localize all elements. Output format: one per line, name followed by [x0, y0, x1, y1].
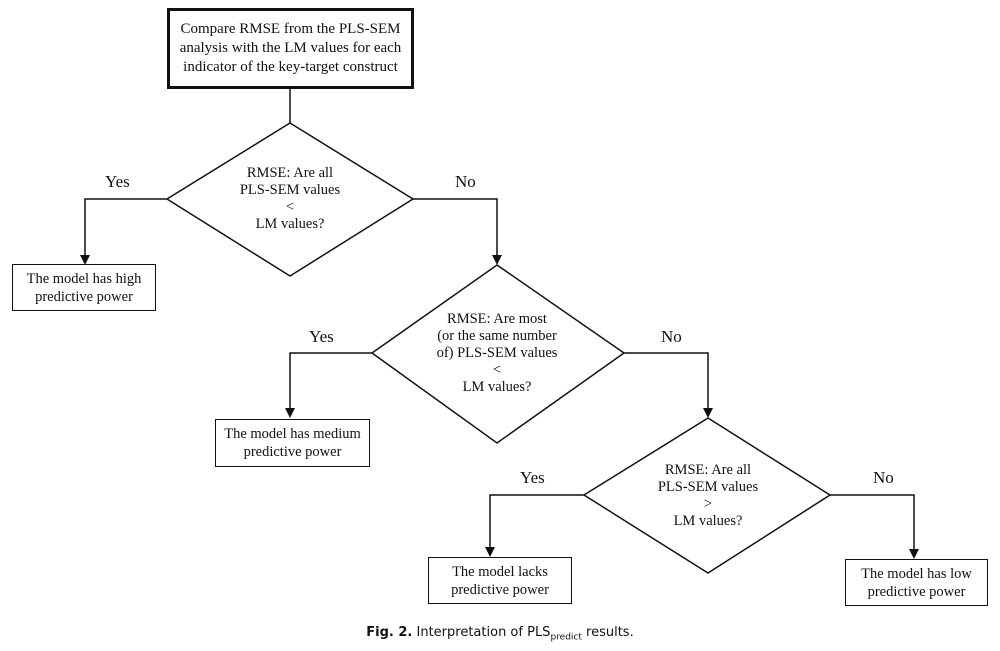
decision3-diamond: [582, 417, 832, 574]
outcome-lacks-box: The model lacks predictive power: [428, 557, 572, 604]
outcome-high-line: The model has high: [26, 270, 142, 287]
connector-d2-no: [624, 352, 713, 418]
decision1-line: PLS-SEM values: [239, 182, 341, 198]
decision3-yes-label: Yes: [520, 468, 545, 487]
caption-label: Fig. 2.: [366, 625, 413, 640]
decision3-text: RMSE: Are all PLS-SEM values > LM values…: [628, 462, 788, 530]
connector-d1-yes: [80, 198, 167, 265]
decision1-line: LM values?: [255, 216, 325, 232]
outcome-medium-line: The model has medium: [224, 426, 361, 442]
outcome-high-line: predictive power: [35, 288, 133, 305]
caption-text-after: results.: [586, 625, 634, 640]
start-box-line: indicator of the key-target construct: [183, 59, 398, 75]
decision3-line: LM values?: [673, 513, 743, 529]
figure-caption: Fig. 2. Interpretation of PLSpredict res…: [0, 625, 1000, 643]
start-box: Compare RMSE from the PLS-SEM analysis w…: [167, 8, 414, 89]
decision2-yes-label: Yes: [309, 327, 334, 346]
outcome-lacks-line: The model lacks: [452, 563, 548, 580]
decision3-no-label: No: [873, 468, 894, 487]
decision1-no-label: No: [455, 172, 476, 191]
start-box-line: analysis with the LM values for each: [179, 40, 402, 56]
outcome-medium-box: The model has medium predictive power: [215, 419, 370, 467]
decision1-diamond: [165, 122, 415, 277]
connector-d3-no: [830, 494, 919, 559]
decision2-text: RMSE: Are most (or the same number of) P…: [412, 311, 582, 396]
decision3-line: PLS-SEM values: [657, 479, 759, 495]
decision2-line: LM values?: [462, 379, 532, 395]
decision1-line: <: [285, 199, 295, 215]
decision3-line: RMSE: Are all: [664, 462, 752, 478]
start-box-line: Compare RMSE from the PLS-SEM: [180, 21, 401, 37]
connector-d2-yes: [285, 352, 372, 418]
decision1-text: RMSE: Are all PLS-SEM values < LM values…: [210, 165, 370, 233]
decision2-diamond: [370, 264, 626, 444]
decision3-line: >: [703, 496, 713, 512]
flowchart-connectors: [80, 88, 919, 574]
connector-d3-yes: [485, 494, 584, 557]
outcome-low-line: The model has low: [861, 565, 972, 582]
connector-d1-no: [413, 198, 502, 265]
decision2-line: of) PLS-SEM values: [436, 345, 558, 361]
decision2-no-label: No: [661, 327, 682, 346]
caption-text: Interpretation of PLS: [416, 625, 551, 640]
decision1-line: RMSE: Are all: [246, 165, 334, 181]
caption-subscript: predict: [550, 632, 582, 643]
outcome-high-box: The model has high predictive power: [12, 264, 156, 311]
decision2-line: RMSE: Are most: [447, 311, 547, 327]
decision1-yes-label: Yes: [105, 172, 130, 191]
decision2-line: <: [492, 362, 502, 378]
outcome-low-line: predictive power: [867, 583, 966, 600]
decision2-line: (or the same number: [437, 328, 557, 344]
outcome-medium-line: predictive power: [243, 444, 342, 460]
outcome-lacks-line: predictive power: [451, 581, 549, 598]
outcome-low-box: The model has low predictive power: [845, 559, 988, 606]
